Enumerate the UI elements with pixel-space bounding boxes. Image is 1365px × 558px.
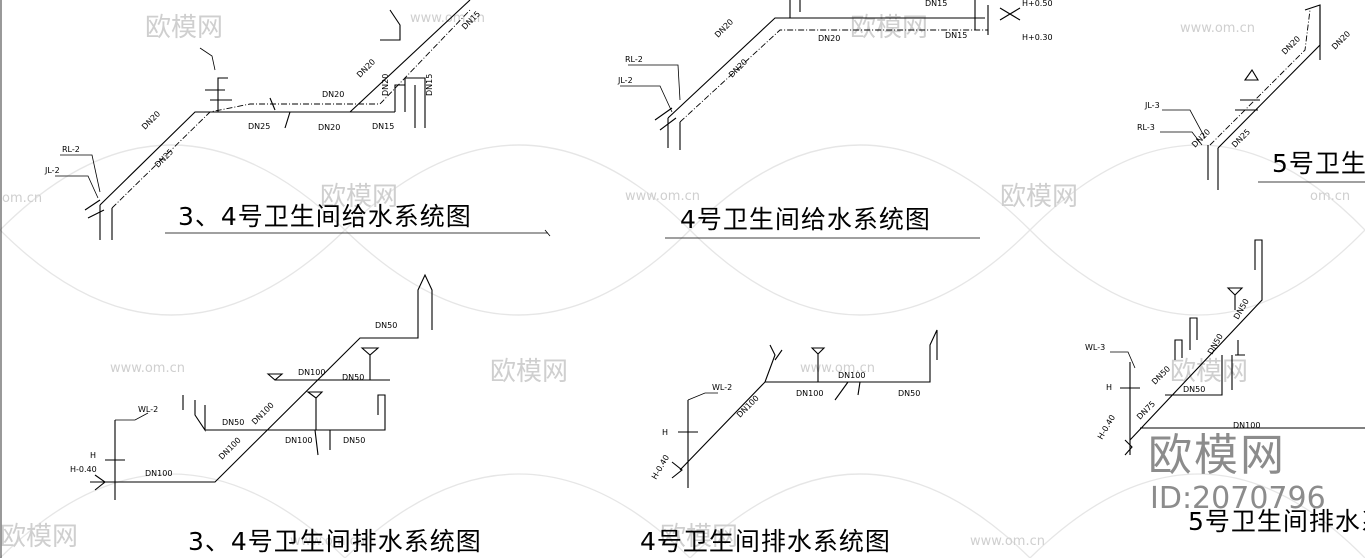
watermark-site: www.om.cn — [1180, 21, 1255, 36]
diagram-title: 3、4号卫生间给水系统图 — [178, 202, 472, 231]
pipe-size-label: DN20 — [713, 17, 735, 39]
pipe-size-label: DN15 — [945, 31, 967, 40]
elevation-label: H+0.30 — [1022, 33, 1053, 42]
watermark-site: www.om.cn — [290, 534, 365, 549]
riser-label: WL-2 — [138, 405, 158, 414]
pipe-size-label: DN20 — [818, 34, 840, 43]
diagram-title: 4号卫生间排水系统图 — [640, 527, 891, 556]
pipe-size-label: DN100 — [250, 401, 276, 427]
riser-label: JL-2 — [617, 76, 633, 85]
pipe-size-label: DN20 — [381, 74, 390, 96]
watermark-site: www.om.cn — [970, 534, 1045, 549]
watermark-brand: 欧模网 — [1000, 182, 1078, 212]
riser-label: RL-2 — [62, 145, 80, 154]
pipe-size-label: DN50 — [222, 418, 244, 427]
riser-label: WL-2 — [712, 383, 732, 392]
pipe-size-label: DN15 — [925, 0, 947, 8]
pipe-size-label: DN50 — [1150, 364, 1172, 386]
diagram-title: 3、4号卫生间排水系统图 — [188, 527, 482, 556]
diagram-title: 5号卫生 — [1272, 149, 1365, 178]
pipe-size-label: DN20 — [355, 57, 377, 79]
riser-label: JL-2 — [44, 166, 60, 175]
riser-label: RL-2 — [625, 55, 643, 64]
brand-name: 欧模网 — [1148, 430, 1286, 481]
pipe-size-label: DN20 — [322, 90, 344, 99]
elevation-label: H-0.40 — [1096, 413, 1117, 441]
watermark-site: om.cn — [1310, 189, 1350, 204]
watermark-brand: 欧模网 — [0, 522, 78, 552]
pipe-size-label: DN75 — [1135, 399, 1157, 421]
elevation-label: H-0.40 — [70, 465, 97, 474]
watermark-brand: 欧模网 — [145, 13, 223, 43]
pipe-size-label: DN20 — [1280, 34, 1302, 56]
pipe-size-label: DN100 — [1233, 421, 1260, 430]
watermark-site: www.om.cn — [110, 361, 185, 376]
pipe-size-label: DN50 — [1206, 332, 1225, 356]
pipe-size-label: DN100 — [145, 469, 172, 478]
riser-label: RL-3 — [1137, 123, 1155, 132]
watermark-brand: 欧模网 — [660, 522, 738, 552]
watermark-arcs — [0, 144, 1365, 558]
riser-label: WL-3 — [1085, 343, 1105, 352]
watermark-site: www.om.cn — [800, 361, 875, 376]
watermark-texts: 欧模网 www.om.cn 欧模网 www.om.cn om.cn 欧模网 ww… — [0, 11, 1350, 552]
pipe-size-label: DN100 — [285, 436, 312, 445]
pipe-size-label: DN25 — [1230, 127, 1252, 149]
diagram-title: 5号卫生间排水系 — [1188, 507, 1365, 536]
elevation-label: H — [90, 451, 96, 460]
diagram-title: 4号卫生间给水系统图 — [680, 205, 931, 234]
elevation-label: H-0.40 — [650, 453, 671, 481]
pipe-size-label: DN20 — [1190, 127, 1212, 149]
pipe-size-label: DN25 — [153, 147, 175, 169]
pipe-size-label: DN20 — [727, 57, 749, 79]
diagram-water-supply-3-4: RL-2 JL-2 DN20 DN25 DN25 DN20 DN20 DN15 … — [44, 0, 551, 240]
pipe-size-label: DN20 — [318, 123, 340, 132]
pipe-size-label: DN50 — [1183, 385, 1205, 394]
watermark-brand: 欧模网 — [490, 357, 568, 387]
pipe-size-label: DN100 — [298, 368, 325, 377]
pipe-size-label: DN50 — [342, 373, 364, 382]
watermark-site: om.cn — [2, 191, 42, 206]
diagram-drainage-3-4: WL-2 H H-0.40 DN50 DN100 DN50 DN50 DN100… — [70, 273, 482, 556]
watermark-brand: 欧模网 — [320, 182, 398, 212]
elevation-label: H — [1106, 383, 1112, 392]
pipe-size-label: DN50 — [375, 321, 397, 330]
pipe-size-label: DN15 — [372, 122, 394, 131]
pipe-size-label: DN100 — [838, 371, 865, 380]
elevation-label: H — [662, 428, 668, 437]
pipe-size-label: DN20 — [1330, 29, 1352, 51]
pipe-size-label: DN100 — [796, 389, 823, 398]
brand-watermark: 欧模网 ID:2070796 — [1148, 430, 1326, 516]
pipe-size-label: DN25 — [248, 122, 270, 131]
pipe-size-label: DN50 — [898, 389, 920, 398]
pipe-size-label: DN100 — [735, 394, 761, 420]
pipe-size-label: DN15 — [425, 74, 434, 96]
riser-label: JL-3 — [1144, 101, 1160, 110]
elevation-label: H+0.50 — [1022, 0, 1053, 8]
pipe-size-label: DN20 — [140, 109, 162, 131]
watermark-site: www.om.cn — [625, 189, 700, 204]
watermark-brand: 欧模网 — [1170, 357, 1248, 387]
diagram-water-supply-4: RL-2 JL-2 DN20 DN20 DN20 DN15 DN15 H+0.5… — [617, 0, 1053, 239]
pipe-size-label: DN50 — [343, 436, 365, 445]
brand-id: ID:2070796 — [1150, 481, 1326, 516]
watermark-site: www.om.cn — [410, 11, 485, 26]
